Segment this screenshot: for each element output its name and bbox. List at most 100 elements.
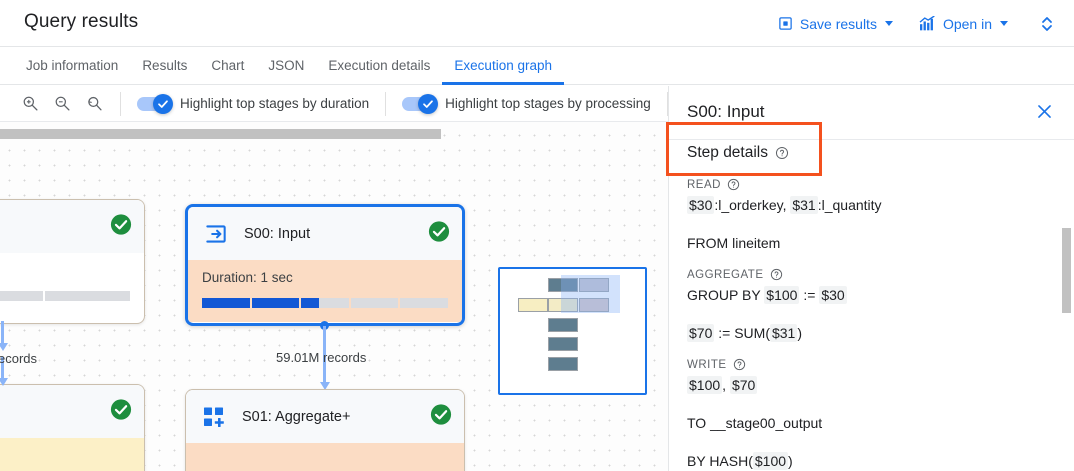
static-text: := (799, 287, 820, 303)
graph-edge-source-dot (320, 321, 329, 330)
graph-edge-left (1, 321, 4, 343)
toggle-highlight-processing-label: Highlight top stages by processing (445, 96, 651, 111)
progress-segment (0, 291, 44, 301)
chevron-down-icon (1000, 21, 1008, 26)
toggle-switch[interactable] (137, 93, 173, 114)
variable-token: $100 (752, 452, 789, 470)
minimap-node (548, 318, 578, 332)
section-label-text: READ (687, 178, 721, 191)
static-text: ) (797, 325, 803, 341)
node-title: S01: Aggregate+ (242, 408, 351, 425)
toggle-knob-check-icon (418, 93, 439, 114)
node-header (0, 385, 144, 438)
variable-token: $70 (729, 376, 758, 394)
graph-node-partial-bottom[interactable] (0, 384, 145, 471)
open-in-label: Open in (942, 15, 992, 32)
help-icon[interactable] (727, 178, 740, 191)
write-vars: $100, $70 (687, 375, 1048, 396)
step-details-label: Step details (687, 144, 768, 161)
horizontal-scrollbar-thumb[interactable] (0, 129, 441, 139)
progress-segment (301, 298, 349, 308)
variable-token: $31 (790, 196, 818, 214)
aggregate-sum: $70 := SUM($31) (687, 323, 1048, 344)
panel-scrollbar-thumb[interactable] (1062, 228, 1071, 313)
graph-node-s00-input[interactable]: S00: Input Duration: 1 sec (185, 204, 465, 326)
tab-bar: Job information Results Chart JSON Execu… (0, 47, 1074, 85)
toggle-highlight-processing[interactable]: Highlight top stages by processing (402, 93, 651, 114)
tab-json[interactable]: JSON (268, 58, 305, 73)
static-text: := SUM( (714, 325, 770, 341)
variable-token: $100 (687, 376, 723, 394)
toggle-highlight-duration[interactable]: Highlight top stages by duration (137, 93, 370, 114)
variable-token: $30 (819, 286, 847, 304)
minimap-node (548, 357, 578, 371)
minimap-node (579, 298, 609, 312)
progress-segment (400, 298, 448, 308)
open-in-button[interactable]: Open in (919, 15, 1008, 32)
section-label-read: READ (687, 178, 1048, 191)
chart-bar-icon (919, 15, 936, 31)
page-title: Query results (24, 11, 139, 32)
variable-token: $31 (769, 324, 798, 342)
node-body (0, 438, 144, 471)
execution-graph-canvas[interactable]: ecords S00: Input Duration: 1 sec (0, 121, 668, 471)
graph-node-s01-aggregate[interactable]: S01: Aggregate+ (185, 389, 465, 471)
status-success-icon (110, 398, 132, 425)
close-icon (1035, 102, 1054, 121)
panel-title: S00: Input (687, 102, 765, 121)
write-target: TO __stage00_output (687, 415, 823, 431)
graph-node-partial-top[interactable] (0, 199, 145, 324)
tab-execution-graph[interactable]: Execution graph (442, 47, 564, 85)
graph-minimap[interactable] (498, 267, 647, 395)
variable-token: $70 (687, 324, 715, 342)
tab-results[interactable]: Results (142, 58, 188, 73)
graph-edge-left-lower (1, 357, 4, 379)
save-icon (778, 16, 793, 31)
node-body (0, 253, 144, 315)
static-text: , (722, 377, 730, 393)
graph-edge-arrow-left (0, 343, 8, 351)
graph-edge-arrow-s00-s01 (320, 382, 330, 390)
tab-chart[interactable]: Chart (211, 58, 245, 73)
node-duration-label (200, 453, 450, 468)
toggle-switch[interactable] (402, 93, 439, 114)
node-header (0, 200, 144, 253)
section-label-text: AGGREGATE (687, 268, 764, 281)
static-text: BY HASH( (687, 453, 753, 469)
section-label-text: WRITE (687, 358, 727, 371)
node-duration-label: Duration: 1 sec (202, 270, 293, 285)
progress-segment (350, 298, 399, 308)
save-results-button[interactable]: Save results (778, 16, 893, 32)
step-details-panel: S00: Input Step details READ (668, 86, 1074, 471)
graph-edge-label-left: ecords (0, 351, 38, 366)
zoom-reset-button[interactable] (84, 94, 104, 114)
toolbar-divider (666, 91, 668, 116)
from-clause: FROM lineitem (687, 235, 781, 251)
static-text: GROUP BY (687, 287, 765, 303)
section-label-write: WRITE (687, 358, 1048, 371)
section-label-aggregate: AGGREGATE (687, 268, 1048, 281)
node-body (186, 443, 464, 471)
zoom-reset-icon (86, 95, 103, 112)
help-icon[interactable] (733, 358, 746, 371)
horizontal-scrollbar-track[interactable] (0, 125, 668, 139)
zoom-out-icon (54, 95, 71, 112)
toggle-highlight-duration-label: Highlight top stages by duration (180, 96, 370, 111)
status-success-icon (430, 403, 452, 430)
help-icon[interactable] (775, 146, 789, 160)
help-icon[interactable] (770, 268, 783, 281)
close-button[interactable] (1035, 102, 1054, 121)
minimap-node (579, 278, 609, 292)
expand-collapse-button[interactable] (1034, 14, 1060, 34)
progress-segment (202, 298, 250, 308)
zoom-out-button[interactable] (52, 94, 72, 114)
zoom-in-button[interactable] (20, 94, 40, 114)
progress-segment (45, 291, 131, 301)
tab-job-information[interactable]: Job information (26, 58, 119, 73)
minimap-viewport[interactable] (561, 275, 620, 313)
tab-execution-details[interactable]: Execution details (328, 58, 431, 73)
write-by-hash: BY HASH($100) (687, 451, 1048, 471)
step-details-heading: Step details (687, 144, 789, 162)
expand-collapse-icon (1040, 14, 1054, 34)
header-actions: Save results Open in (778, 0, 1060, 47)
